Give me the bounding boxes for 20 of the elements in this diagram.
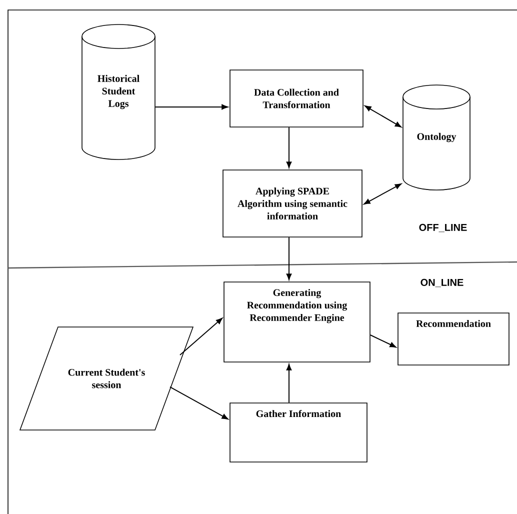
process-box: Applying SPADE Algorithm using semantic information — [222, 170, 362, 238]
process-box: Recommendation — [398, 312, 510, 366]
arrow — [286, 126, 292, 168]
process-box: Generating Recommendation using Recommender Engine — [224, 282, 370, 362]
arrow — [364, 106, 402, 128]
node-label: Historical Student Logs — [98, 74, 140, 110]
arrow — [364, 183, 402, 204]
node-label: Ontology — [417, 132, 456, 142]
process-box: Data Collection and Transformation — [230, 70, 364, 128]
section-label: ON_LINE — [420, 278, 464, 288]
arrow — [286, 236, 292, 280]
arrow — [180, 318, 223, 356]
section-label: OFF_LINE — [419, 224, 467, 232]
database-cylinder: Ontology — [402, 84, 470, 190]
process-box: Gather Information — [230, 402, 368, 462]
arrow — [370, 334, 396, 348]
arrow — [170, 386, 228, 420]
database-cylinder: Historical Student Logs — [82, 24, 156, 160]
arrow — [154, 104, 228, 110]
arrow — [286, 364, 292, 404]
